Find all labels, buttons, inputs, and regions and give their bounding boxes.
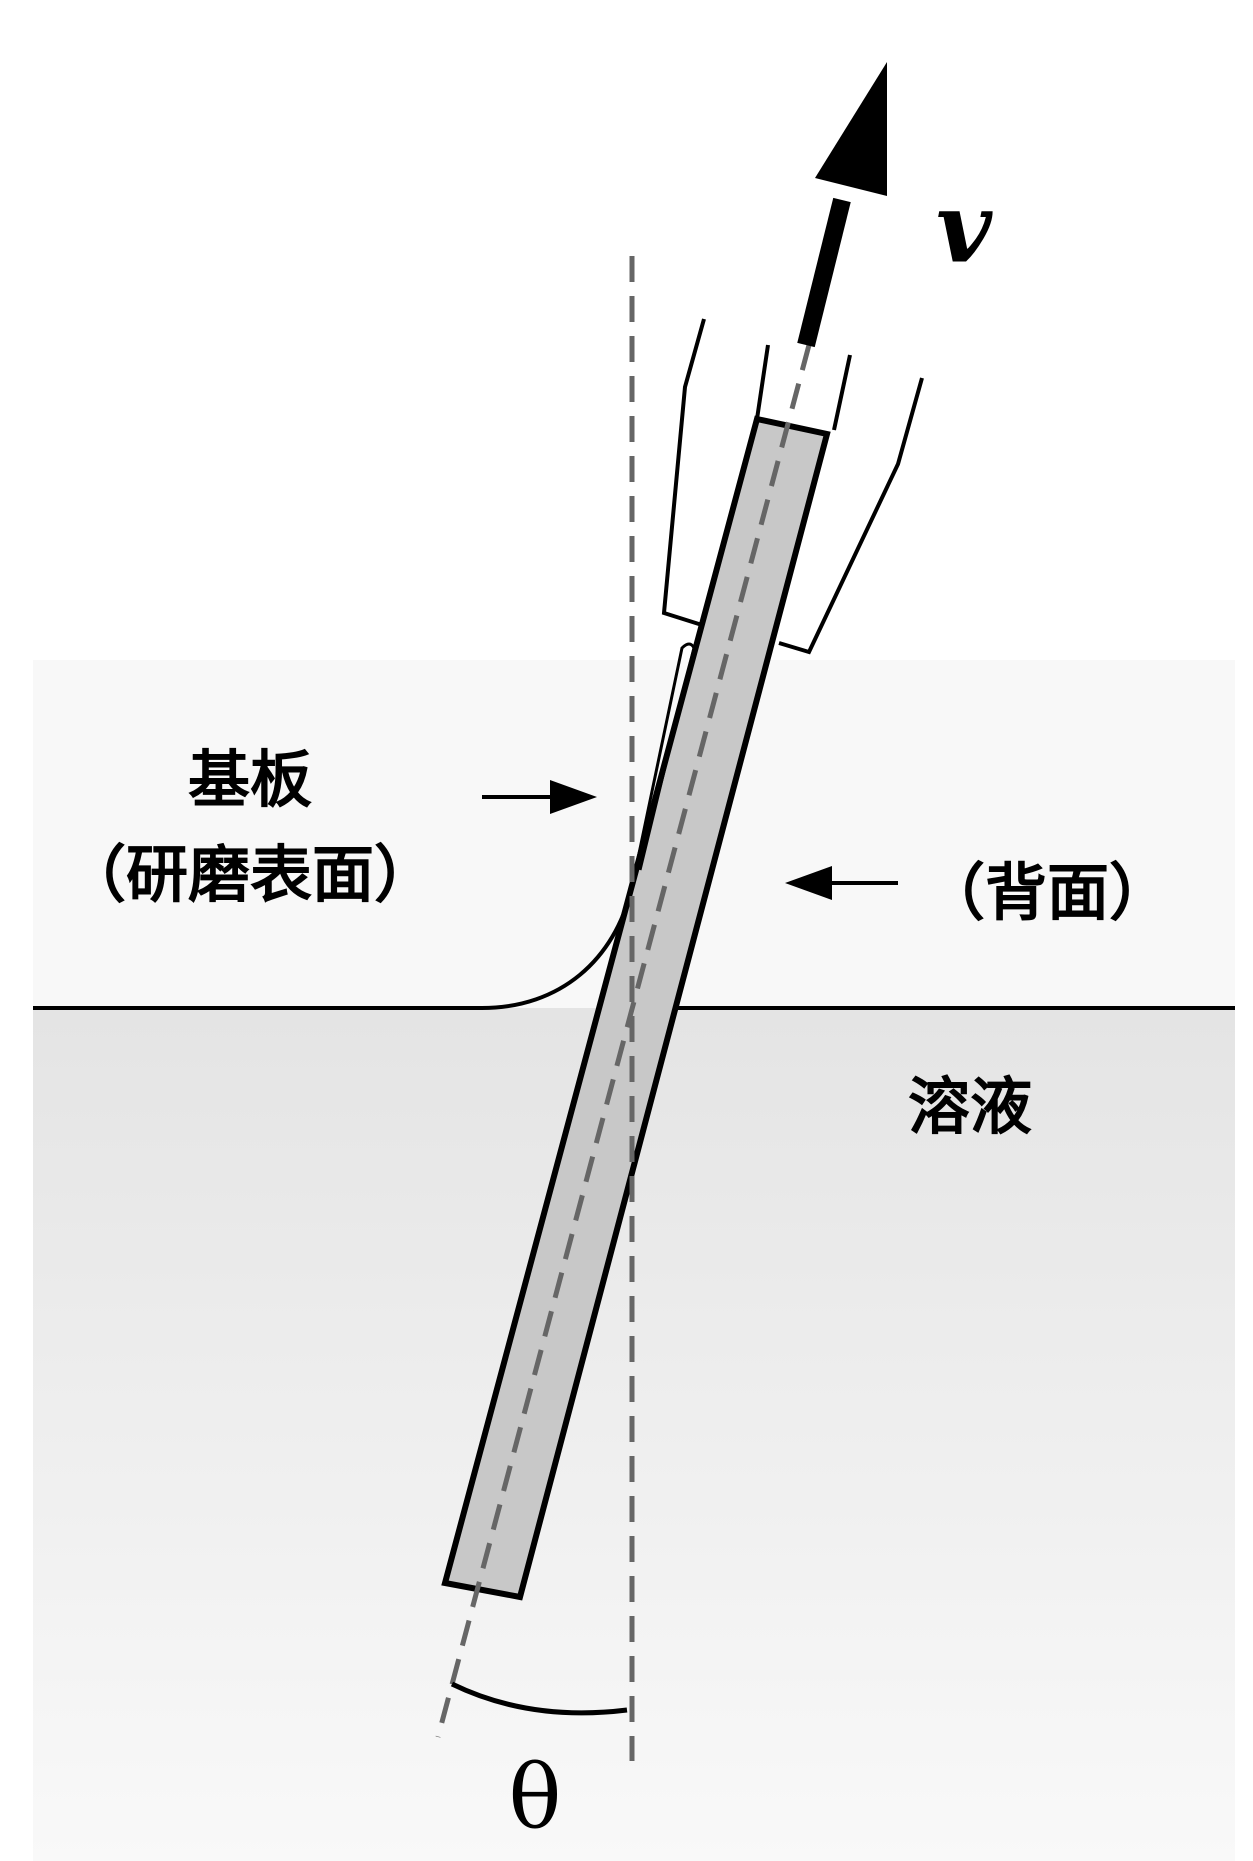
substrate — [441, 415, 831, 1601]
substrate-axis-line — [435, 344, 812, 1738]
holder-left-inner — [755, 344, 770, 420]
velocity-arrowhead — [815, 62, 887, 196]
holder-right-jaw — [778, 377, 924, 655]
meniscus-curve — [33, 886, 634, 1010]
angle-label: θ — [508, 1745, 562, 1849]
back-pointer-arrowhead — [785, 866, 832, 900]
velocity-label: v — [936, 171, 992, 285]
holder-left-jaw — [661, 318, 706, 627]
substrate-label: 基板 — [187, 743, 313, 816]
liquid-film — [630, 642, 696, 888]
velocity-arrow-shaft — [797, 197, 851, 348]
holder-right-inner — [832, 354, 852, 431]
solution-label: 溶液 — [907, 1070, 1033, 1143]
polished-surface-label: （研磨表面） — [63, 838, 437, 911]
back-surface-label: （背面） — [922, 856, 1172, 929]
substrate-pointer-arrowhead — [550, 780, 597, 814]
angle-arc — [450, 1681, 628, 1716]
